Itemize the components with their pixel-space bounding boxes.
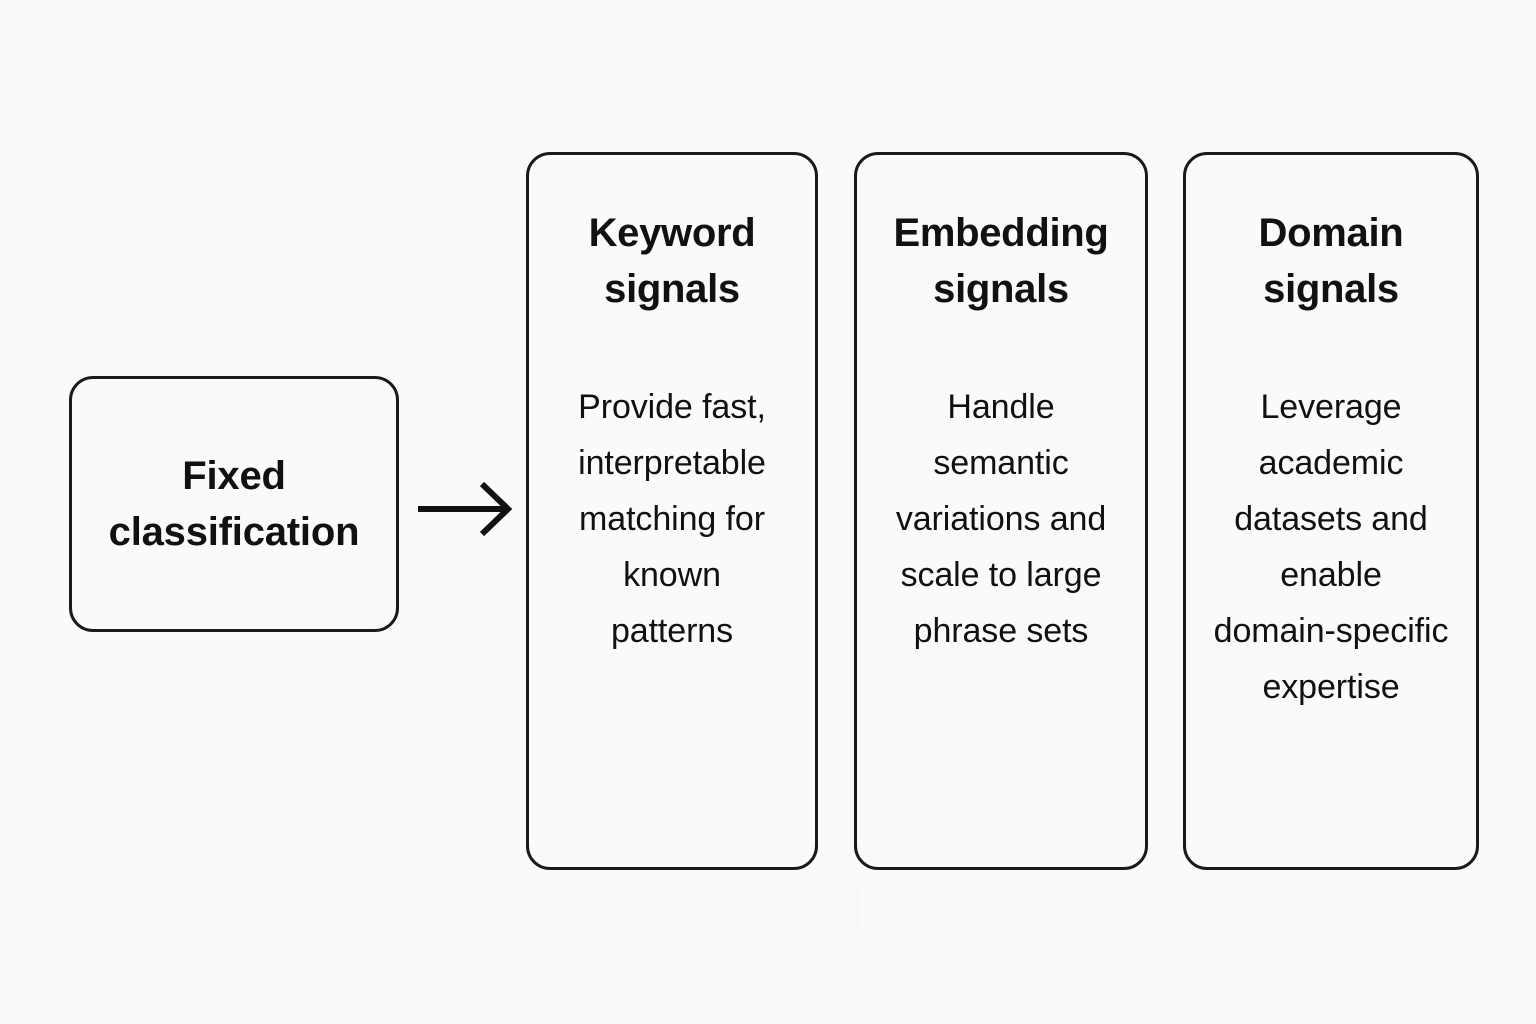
node-embedding-signals-title: Embedding signals (893, 211, 1109, 311)
node-domain-signals[interactable]: Domain signals Leverage academic dataset… (1183, 152, 1479, 870)
node-domain-signals-title: Domain signals (1258, 211, 1404, 311)
node-keyword-signals-title: Keyword signals (588, 211, 756, 311)
arrow-right-icon (414, 478, 520, 540)
node-fixed-classification[interactable]: Fixed classification (69, 376, 399, 632)
background-seam (857, 888, 858, 930)
node-embedding-signals-body: Handle semantic variations and scale to … (895, 388, 1107, 650)
node-domain-signals-body: Leverage academic datasets and enable do… (1213, 388, 1449, 706)
node-keyword-signals[interactable]: Keyword signals Provide fast, interpreta… (526, 152, 818, 870)
node-fixed-classification-title: Fixed classification (108, 454, 360, 554)
node-keyword-signals-body: Provide fast, interpretable matching for… (578, 388, 766, 650)
node-embedding-signals[interactable]: Embedding signals Handle semantic variat… (854, 152, 1148, 870)
